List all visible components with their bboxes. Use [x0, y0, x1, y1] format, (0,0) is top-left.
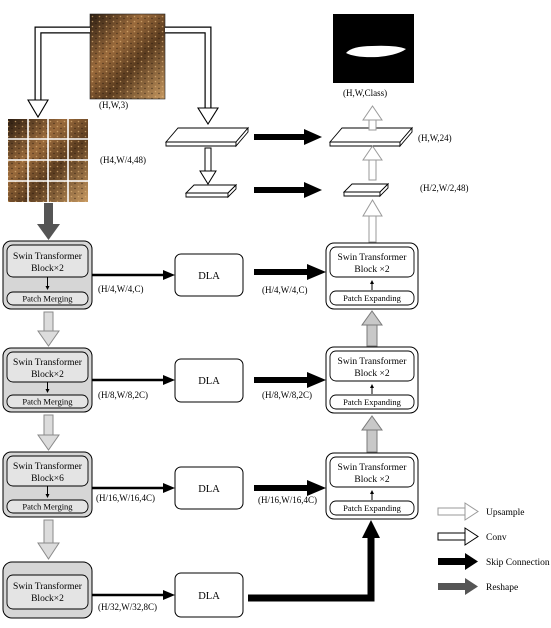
conv-plate-large	[165, 126, 249, 148]
encoder-block-count: Block×6	[31, 474, 64, 484]
patch-merging-label: Patch Merging	[22, 502, 73, 512]
encoder-stage-3-shape: (H/16,W/16,4C)	[96, 493, 155, 503]
dla-block-3: DLA	[174, 466, 244, 510]
legend-upsample-label: Upsample	[486, 508, 525, 518]
patch-merging-label: Patch Merging	[22, 397, 73, 407]
encoder-stage-2-shape: (H/8,W/8,2C)	[98, 390, 148, 400]
decoder-stage-2-shape: (H/8,W/8,2C)	[262, 390, 312, 400]
upsample-plate-small	[342, 182, 390, 198]
svg-text:DLA: DLA	[198, 376, 220, 387]
encoder-stage-3: Swin Transformer Block×6 Patch Merging	[2, 451, 93, 518]
legend: Upsample Conv Skip Connection Reshape	[437, 502, 550, 595]
upsample-arrow-decoder-2-to-1	[361, 310, 383, 347]
output-shape-label: (H,W,Class)	[343, 88, 387, 98]
conv-full-shape-label: (H,W,24)	[418, 133, 452, 143]
svg-text:DLA: DLA	[198, 271, 220, 282]
decoder-stage-3-shape: (H/16,W/16,4C)	[258, 495, 317, 505]
legend-reshape-icon	[438, 578, 478, 595]
decoder-block-title: Swin Transformer	[338, 462, 408, 473]
upsample-arrow-half-to-full	[362, 145, 383, 181]
patch-shape-label: (H4,W/4,48)	[100, 155, 146, 165]
downsample-arrow-3	[37, 519, 60, 560]
input-image	[89, 13, 166, 100]
decoder-block-count: Block ×2	[354, 265, 389, 275]
decoder-block-count: Block ×2	[354, 475, 389, 485]
encoder-stage-1-shape: (H/4,W/4,C)	[98, 284, 144, 294]
encoder-block-count: Block×2	[31, 370, 64, 380]
conv-arrow-head-mid	[199, 170, 217, 185]
encoder-block-count: Block×2	[31, 594, 64, 604]
legend-skip-label: Skip Connection	[486, 558, 550, 568]
decoder-stage-1: Swin Transformer Block ×2 Patch Expandin…	[325, 242, 419, 310]
reshape-arrow	[37, 203, 60, 240]
downsample-arrow-1	[37, 311, 60, 347]
patch-expanding-label: Patch Expanding	[343, 293, 402, 303]
downsample-arrow-2	[37, 414, 60, 451]
svg-text:DLA: DLA	[198, 484, 220, 495]
encoder-stage-4: Swin Transformer Block×2	[2, 561, 93, 619]
conv-arrow-head-left	[27, 99, 49, 119]
encoder-block-title: Swin Transformer	[13, 581, 83, 592]
legend-reshape-label: Reshape	[486, 583, 518, 593]
output-mask-image	[333, 14, 414, 83]
dla-block-1: DLA	[174, 253, 244, 297]
patch-expanding-label: Patch Expanding	[343, 503, 402, 513]
decoder-stage-2: Swin Transformer Block ×2 Patch Expandin…	[325, 346, 419, 414]
conv-plate-small	[184, 183, 238, 199]
encoder-block-title: Swin Transformer	[13, 251, 83, 262]
upsample-arrow-decoder-to-half	[362, 199, 383, 243]
encoder-block-count: Block×2	[31, 264, 64, 274]
upsample-plate-large	[329, 126, 413, 148]
decoder-block-count: Block ×2	[354, 369, 389, 379]
svg-text:DLA: DLA	[198, 591, 220, 602]
patch-merging-label: Patch Merging	[22, 294, 73, 304]
legend-upsample-icon	[437, 502, 479, 521]
patch-expanding-label: Patch Expanding	[343, 397, 402, 407]
encoder-block-title: Swin Transformer	[13, 461, 83, 472]
encoder-stage-2: Swin Transformer Block×2 Patch Merging	[2, 347, 93, 413]
patch-grid-image	[8, 119, 88, 202]
encoder-to-dla-arrows	[92, 270, 175, 600]
legend-conv-icon	[437, 527, 479, 546]
encoder-block-title: Swin Transformer	[13, 357, 83, 368]
legend-skip-icon	[438, 553, 478, 570]
legend-conv-label: Conv	[486, 533, 507, 543]
dla-block-4: DLA	[174, 572, 244, 618]
decoder-stage-3: Swin Transformer Block ×2 Patch Expandin…	[325, 452, 419, 520]
skip-connections	[248, 264, 380, 602]
conv-arrow-head-right	[197, 107, 219, 126]
conv-half-shape-label: (H/2,W/2,48)	[420, 183, 469, 193]
encoder-stage-1: Swin Transformer Block×2 Patch Merging	[2, 240, 93, 310]
decoder-block-title: Swin Transformer	[338, 252, 408, 263]
decoder-block-title: Swin Transformer	[338, 356, 408, 367]
upsample-arrow-to-output	[362, 105, 383, 131]
encoder-stage-4-shape: (H/32,W/32,8C)	[98, 602, 157, 612]
dla-block-2: DLA	[174, 358, 244, 403]
input-shape-label: (H,W,3)	[99, 100, 128, 110]
decoder-stage-1-shape: (H/4,W/4,C)	[262, 285, 308, 295]
upsample-arrow-decoder-3-to-2	[361, 415, 383, 453]
